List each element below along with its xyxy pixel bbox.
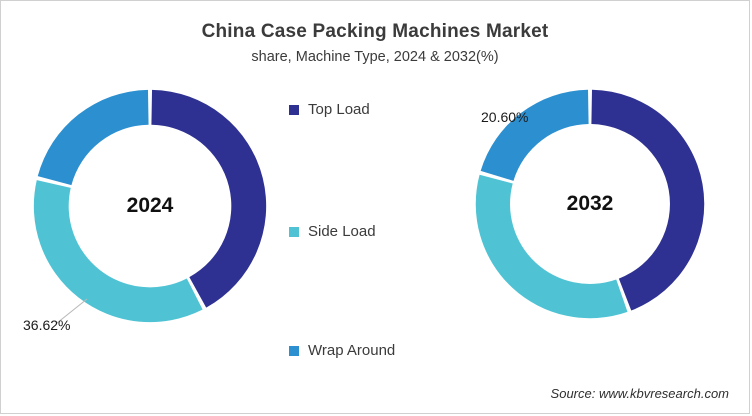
donut-2024-svg [33,89,267,323]
legend-swatch-wrap-around [289,345,299,356]
donut-chart-2024: 2024 [29,85,271,327]
donut-chart-2032: 2032 [471,85,709,323]
legend-label-top-load: Top Load [308,101,370,118]
source-attribution: Source: www.kbvresearch.com [550,386,729,401]
donut-2032-center-label: 2032 [566,192,614,215]
chart-title: China Case Packing Machines Market [201,21,549,42]
legend-label-wrap-around: Wrap Around [308,342,396,359]
legend-swatch-side-load [289,226,299,237]
donut-slice-top-load[interactable] [591,89,705,311]
data-label-2032-wrap-around: 20.60% [481,109,529,125]
chart-legend: Top Load Side Load Wrap Around [289,1,449,413]
legend-label-side-load: Side Load [308,223,376,240]
legend-item-top-load[interactable]: Top Load [289,101,370,118]
donut-slice-wrap-around[interactable] [480,89,589,181]
legend-item-side-load[interactable]: Side Load [289,223,376,240]
chart-subtitle: share, Machine Type, 2024 & 2032(%) [251,49,499,65]
data-label-2024-side-load: 36.62% [23,317,71,333]
donut-slice-side-load[interactable] [33,180,203,323]
leader-line-2024 [56,298,88,324]
legend-swatch-top-load [289,104,299,115]
donut-slice-top-load[interactable] [151,89,267,308]
donut-slice-side-load[interactable] [475,174,628,319]
legend-item-wrap-around[interactable]: Wrap Around [289,342,395,359]
donut-2032-svg [475,89,705,319]
donut-2024-center-label: 2024 [126,194,174,217]
donut-slice-wrap-around[interactable] [37,89,149,186]
